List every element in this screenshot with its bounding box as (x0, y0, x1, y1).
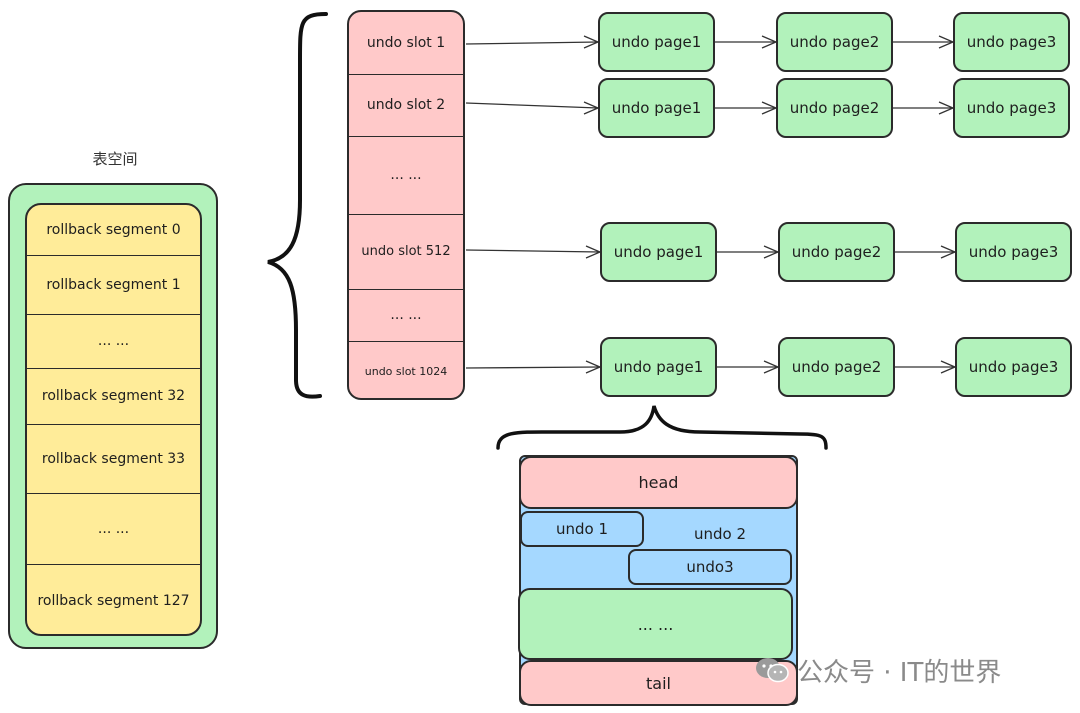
rollback-segment-row: ... ... (97, 333, 130, 349)
undo-page-box: undo page1 (600, 337, 717, 397)
undo-page-box: undo page1 (598, 12, 715, 72)
undo-page-box: undo page3 (955, 222, 1072, 282)
slot-to-page-arrow (465, 360, 602, 374)
page-link-arrow (715, 35, 778, 49)
undo-slot-row: undo slot 512 (361, 244, 451, 259)
undo-page-box: undo page1 (600, 222, 717, 282)
segment-divider (27, 255, 200, 256)
page-undo-record-2: undo 2 (693, 525, 747, 543)
watermark-text: 公众号 · IT的世界 (797, 657, 1002, 688)
slot-divider (349, 136, 463, 137)
page-detail-brace (496, 405, 828, 450)
slot-divider (349, 289, 463, 290)
undo-page-box: undo page2 (776, 78, 893, 138)
wechat-icon (756, 658, 789, 683)
slot-divider (349, 214, 463, 215)
page-link-arrow (895, 245, 957, 259)
rollback-segment-row: rollback segment 32 (41, 388, 186, 404)
undo-slot-row: ... ... (390, 307, 422, 323)
rollback-segment-row: rollback segment 1 (46, 276, 181, 293)
tablespace-title: 表空间 (92, 150, 138, 168)
slots-brace (267, 12, 328, 399)
page-undo-record-3: undo3 (628, 549, 792, 585)
rollback-segment-row: rollback segment 127 (37, 593, 190, 609)
undo-slot-row: ... ... (390, 167, 422, 183)
undo-slot-row: undo slot 1 (366, 35, 446, 51)
segment-divider (27, 368, 200, 369)
slot-to-page-arrow (465, 101, 600, 115)
undo-slot-list: undo slot 1 undo slot 2 ... ... undo slot 5… (347, 10, 465, 400)
page-tail: tail (519, 660, 798, 706)
undo-page-box: undo page3 (955, 337, 1072, 397)
undo-slot-row: undo slot 1024 (364, 365, 448, 378)
segment-divider (27, 493, 200, 494)
segment-divider (27, 314, 200, 315)
segment-divider (27, 564, 200, 565)
page-link-arrow (717, 360, 780, 374)
page-middle-records: ... ... (518, 588, 793, 660)
undo-slot-row: undo slot 2 (366, 97, 446, 113)
rollback-segment-list: rollback segment 0 rollback segment 1 ... … (25, 203, 202, 636)
rollback-segment-row: rollback segment 33 (41, 450, 186, 467)
segment-divider (27, 424, 200, 425)
undo-page-box: undo page2 (776, 12, 893, 72)
slot-divider (349, 341, 463, 342)
rollback-segment-row: ... ... (97, 520, 130, 537)
undo-page-box: undo page3 (953, 78, 1070, 138)
undo-page-box: undo page2 (778, 222, 895, 282)
page-undo-record-1: undo 1 (520, 511, 644, 547)
page-link-arrow (717, 245, 780, 259)
page-link-arrow (893, 101, 955, 115)
page-link-arrow (715, 101, 778, 115)
page-link-arrow (893, 35, 955, 49)
undo-page-box: undo page1 (598, 78, 715, 138)
page-link-arrow (895, 360, 957, 374)
watermark: 公众号 · IT的世界 (755, 650, 1055, 690)
slot-divider (349, 74, 463, 75)
rollback-segment-row: rollback segment 0 (46, 222, 181, 238)
undo-page-box: undo page3 (953, 12, 1070, 72)
slot-to-page-arrow (465, 245, 602, 259)
page-head: head (519, 456, 798, 509)
slot-to-page-arrow (465, 35, 600, 49)
undo-page-box: undo page2 (778, 337, 895, 397)
